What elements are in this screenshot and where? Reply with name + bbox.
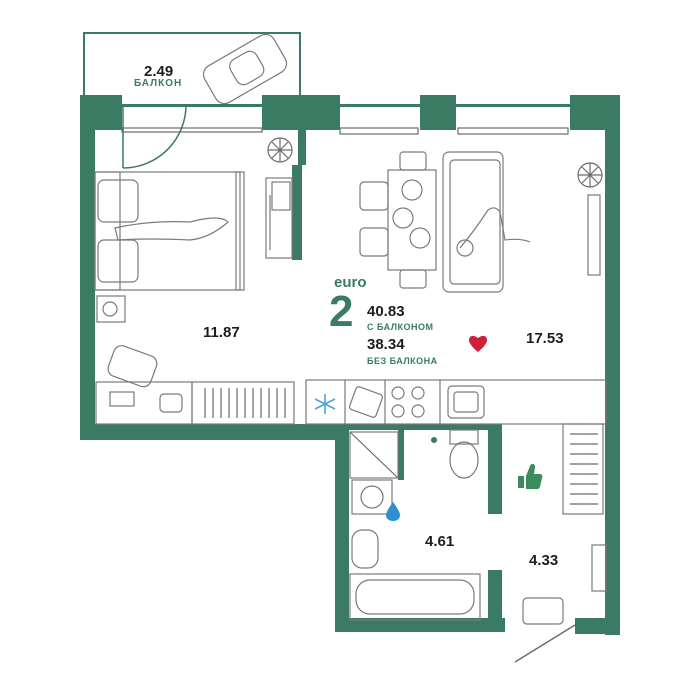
without-balcony-label: БЕЗ БАЛКОНА (367, 356, 438, 366)
bed (94, 171, 245, 291)
furniture (94, 33, 607, 625)
heart-icon (469, 335, 487, 352)
hall-dot (431, 437, 437, 443)
window-sills (121, 127, 569, 135)
plant-icon (577, 162, 603, 188)
snowflake-icon (314, 394, 336, 414)
area-without-balcony: 38.34 (367, 336, 405, 353)
bedroom-area: 11.87 (203, 324, 240, 341)
living-area: 17.53 (526, 330, 564, 347)
walls (80, 95, 620, 635)
balcony-chair (202, 33, 288, 105)
thumbs-up-icon (518, 463, 543, 489)
apartment-rooms: 2 (329, 287, 354, 336)
plant-icon (267, 137, 293, 163)
balcony-label: БАЛКОН (134, 78, 183, 89)
balcony-outline (83, 32, 301, 98)
hall-area: 4.33 (529, 552, 559, 569)
balcony-area: 2.49 (144, 63, 174, 80)
water-drop-icon (386, 502, 400, 521)
bathroom-area: 4.61 (425, 533, 455, 550)
entry-door (514, 624, 576, 663)
balcony-door (122, 104, 255, 169)
apartment-series: euro (334, 274, 367, 291)
with-balcony-label: С БАЛКОНОМ (367, 322, 434, 332)
area-with-balcony: 40.83 (367, 303, 405, 320)
